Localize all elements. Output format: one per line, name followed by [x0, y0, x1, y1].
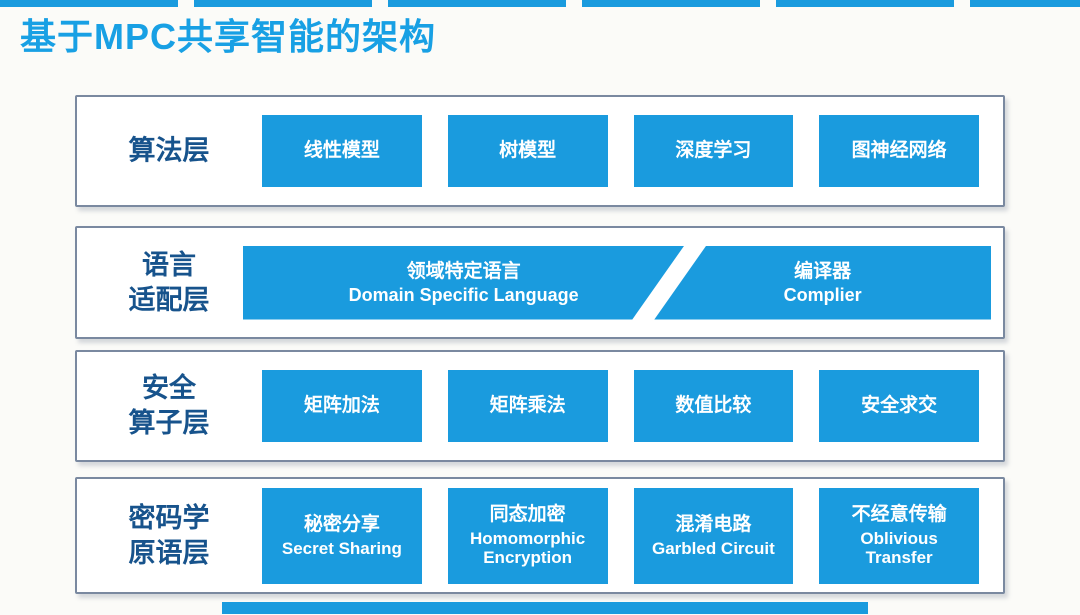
layer-label-language-adaptation: 语言 适配层	[93, 247, 245, 317]
bottom-accent-bar	[222, 602, 868, 614]
layer-label-line: 算法层	[128, 135, 210, 166]
box-label: 安全求交	[861, 395, 938, 417]
box-label-en: Homomorphic Encryption	[470, 528, 586, 568]
box-deep-learning: 深度学习	[633, 115, 794, 187]
page-title: 基于MPC共享智能的架构	[20, 16, 436, 57]
layer-panel-algorithm: 算法层 线性模型 树模型 深度学习 图神经网络	[75, 95, 1005, 207]
top-accent-strip	[0, 0, 1080, 7]
box-row: 秘密分享 Secret Sharing 同态加密 Homomorphic Enc…	[262, 487, 979, 584]
box-row: 矩阵加法 矩阵乘法 数值比较 安全求交	[262, 370, 979, 442]
box-linear-model: 线性模型	[262, 115, 422, 187]
layer-label-crypto-primitive: 密码学 原语层	[93, 500, 245, 570]
box-label: 数值比较	[675, 395, 752, 417]
box-matrix-addition: 矩阵加法	[262, 370, 422, 442]
box-graph-neural-network: 图神经网络	[819, 115, 979, 187]
box-garbled-circuit: 混淆电路 Garbled Circuit	[633, 487, 794, 584]
box-label-en: Domain Specific Language	[348, 284, 579, 305]
layer-label-line: 适配层	[128, 284, 210, 315]
box-numeric-comparison: 数值比较	[633, 370, 794, 442]
layer-label-algorithm: 算法层	[93, 133, 245, 168]
box-label-cn: 混淆电路	[675, 513, 752, 535]
box-label: 矩阵加法	[303, 395, 380, 417]
layer-label-line: 原语层	[128, 537, 210, 568]
box-label-en: Complier	[783, 284, 862, 305]
split-strip: 领域特定语言 Domain Specific Language 编译器 Comp…	[243, 245, 991, 320]
box-label-en: Garbled Circuit	[651, 538, 775, 558]
box-oblivious-transfer: 不经意传输 Oblivious Transfer	[819, 487, 979, 584]
layer-label-line: 密码学	[128, 502, 210, 533]
box-secret-sharing: 秘密分享 Secret Sharing	[262, 487, 422, 584]
box-row: 线性模型 树模型 深度学习 图神经网络	[262, 115, 979, 187]
box-label: 深度学习	[675, 140, 752, 162]
box-homomorphic-encryption: 同态加密 Homomorphic Encryption	[447, 487, 608, 584]
box-label: 图神经网络	[851, 140, 947, 162]
box-label-cn: 不经意传输	[851, 504, 947, 526]
box-label: 树模型	[499, 140, 557, 162]
box-compiler: 编译器 Complier	[654, 245, 991, 320]
box-label-en: Oblivious Transfer	[860, 528, 938, 568]
box-label: 线性模型	[303, 140, 380, 162]
layer-panel-language-adaptation: 语言 适配层 领域特定语言 Domain Specific Language 编…	[75, 226, 1005, 339]
layer-panel-crypto-primitive: 密码学 原语层 秘密分享 Secret Sharing 同态加密 Homomor…	[75, 477, 1005, 594]
box-private-set-intersection: 安全求交	[819, 370, 979, 442]
layer-label-line: 算子层	[128, 408, 210, 438]
box-label-cn: 领域特定语言	[406, 260, 521, 282]
box-label-en: Secret Sharing	[281, 538, 402, 558]
layer-label-line: 安全	[142, 372, 196, 403]
layer-panel-secure-operator: 安全 算子层 矩阵加法 矩阵乘法 数值比较 安全求交	[75, 350, 1005, 462]
box-tree-model: 树模型	[447, 115, 608, 187]
box-label-cn: 编译器	[794, 260, 852, 282]
box-matrix-multiplication: 矩阵乘法	[447, 370, 608, 442]
box-domain-specific-language: 领域特定语言 Domain Specific Language	[243, 246, 684, 320]
layer-label-line: 语言	[142, 249, 196, 280]
box-label-cn: 秘密分享	[303, 513, 380, 535]
box-label: 矩阵乘法	[489, 395, 566, 417]
box-label-cn: 同态加密	[489, 504, 566, 526]
layer-label-secure-operator: 安全 算子层	[93, 371, 245, 441]
